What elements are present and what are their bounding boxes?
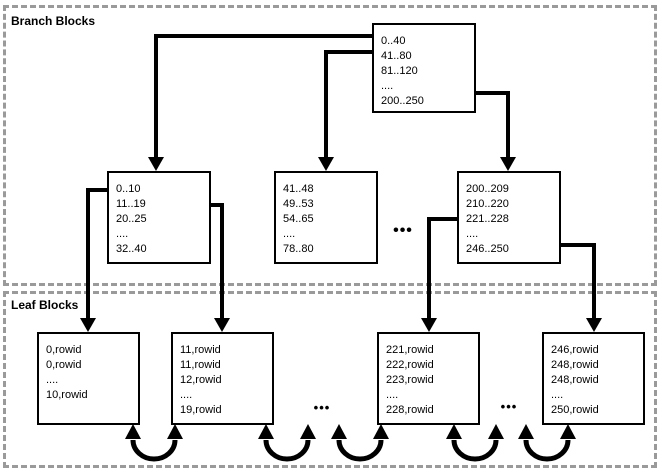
leaf-block-4: 246,rowid 248,rowid 248,rowid .... 250,r…	[542, 332, 645, 425]
leaf-entry: ....	[46, 374, 59, 386]
index-entry: 246..250	[466, 243, 509, 255]
leaf-entry: 248,rowid	[551, 374, 599, 386]
leaf-block-2: 11,rowid 11,rowid 12,rowid .... 19,rowid	[171, 332, 274, 425]
leaf-block-3: 221,rowid 222,rowid 223,rowid .... 228,r…	[377, 332, 480, 425]
leaf-blocks-label: Leaf Blocks	[11, 298, 79, 312]
leaf-entry: 221,rowid	[386, 344, 434, 356]
leaf-entry: 222,rowid	[386, 359, 434, 371]
index-entry: 81..120	[381, 65, 418, 77]
branch-block-left: 0..10 11..19 20..25 .... 32..40	[107, 171, 211, 264]
leaf-entry: 12,rowid	[180, 374, 222, 386]
index-entry: 200..209	[466, 183, 509, 195]
leaf-entry: 10,rowid	[46, 389, 88, 401]
root-branch-block: 0..40 41..80 81..120 .... 200..250	[372, 23, 476, 113]
index-entry: 49..53	[283, 198, 314, 210]
leaf-entry: 223,rowid	[386, 374, 434, 386]
leaf-entry: 0,rowid	[46, 344, 82, 356]
leaf-row-ellipsis-right: •••	[500, 399, 518, 414]
index-entry: 0..40	[381, 35, 406, 47]
index-entry: ....	[283, 228, 296, 240]
index-entry: 78..80	[283, 243, 314, 255]
index-entry: 20..25	[116, 213, 147, 225]
leaf-entry: 248,rowid	[551, 359, 599, 371]
leaf-entry: 11,rowid	[180, 359, 221, 371]
leaf-entry: ....	[386, 389, 399, 401]
index-entry: 41..80	[381, 50, 412, 62]
index-entry: 41..48	[283, 183, 314, 195]
leaf-entry: 0,rowid	[46, 359, 82, 371]
leaf-entry: 228,rowid	[386, 404, 434, 416]
leaf-entry: 250,rowid	[551, 404, 599, 416]
leaf-entry: 11,rowid	[180, 344, 221, 356]
index-entry: 0..10	[116, 183, 141, 195]
leaf-block-1: 0,rowid 0,rowid .... 10,rowid	[37, 332, 140, 425]
index-entry: 221..228	[466, 213, 509, 225]
leaf-entry: ....	[551, 389, 564, 401]
index-entry: 32..40	[116, 243, 147, 255]
index-entry: ....	[466, 228, 479, 240]
index-entry: ....	[116, 228, 129, 240]
branch-block-right: 200..209 210..220 221..228 .... 246..250	[457, 171, 561, 264]
leaf-entry: ....	[180, 389, 193, 401]
index-entry: 54..65	[283, 213, 314, 225]
leaf-entry: 19,rowid	[180, 404, 222, 416]
leaf-row-ellipsis-left: •••	[313, 400, 331, 415]
index-entry: 200..250	[381, 95, 424, 107]
branch-row-ellipsis: •••	[393, 222, 413, 239]
branch-blocks-label: Branch Blocks	[11, 14, 96, 28]
branch-block-middle: 41..48 49..53 54..65 .... 78..80	[274, 171, 378, 264]
leaf-blocks-region	[3, 291, 657, 468]
leaf-entry: 246,rowid	[551, 344, 599, 356]
index-entry: 210..220	[466, 198, 509, 210]
index-entry: 11..19	[116, 198, 146, 210]
index-entry: ....	[381, 80, 394, 92]
branch-blocks-region	[3, 5, 657, 286]
